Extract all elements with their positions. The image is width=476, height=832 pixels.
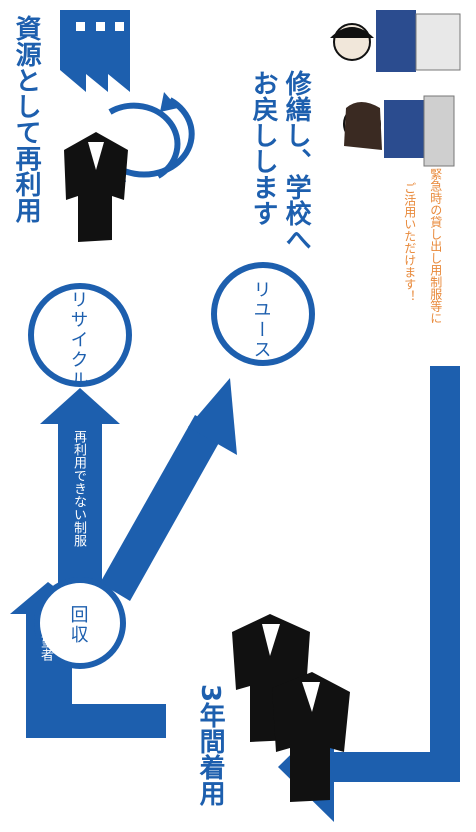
reusable-arrow [100, 378, 237, 601]
recycle-label: リサイクル [67, 290, 89, 390]
reuse-label: リユース [250, 280, 272, 360]
repair-return-heading-line1: 修繕し、学校へ [281, 70, 312, 252]
factory-icon [60, 10, 130, 92]
non-reusable-arrow [40, 388, 120, 592]
repair-return-heading-line2: お戻しします [248, 70, 279, 226]
reuse-circle [211, 262, 315, 366]
note-line1: 緊急時の貸し出し用制服等に [428, 168, 443, 324]
collection-label: 回収 [67, 605, 89, 645]
three-years-heading: 3年間着用 [195, 684, 226, 807]
applicant-label: 希望者 [38, 622, 54, 661]
jacket-icon-bottom [232, 614, 350, 802]
students-icon [330, 10, 461, 167]
recycle-circle [28, 283, 132, 387]
resource-reuse-heading: 資源として再利用 [11, 15, 42, 223]
note-line2: ご活用いただけます！ [402, 182, 417, 302]
jacket-icon-top [64, 132, 128, 242]
collection-circle [34, 577, 126, 669]
non-reusable-label: 再利用できない制服 [71, 430, 87, 547]
